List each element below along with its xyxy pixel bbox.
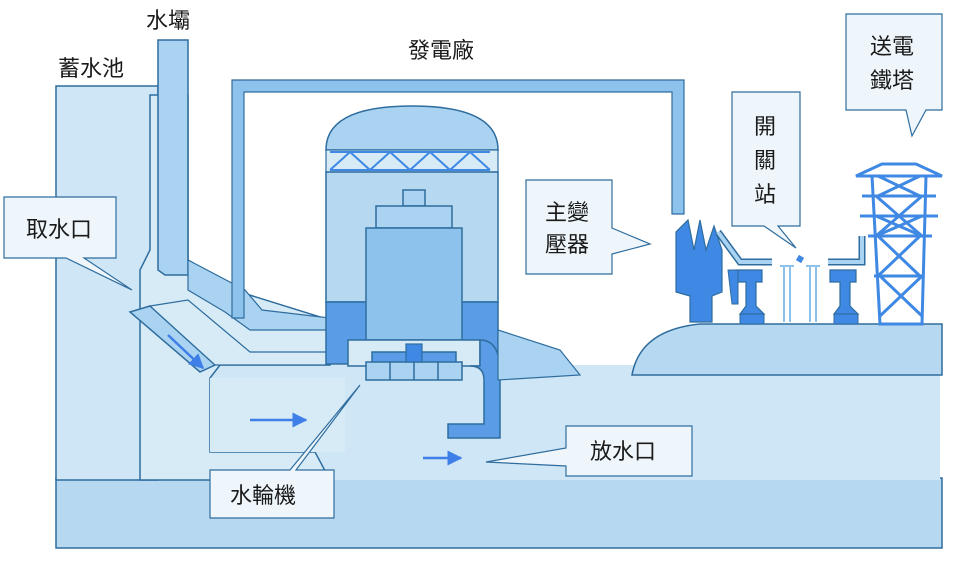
breaker-left [735,269,766,315]
label-switchyard-2: 關 [754,149,776,174]
label-outlet: 放水口 [590,440,656,465]
generator-cap [402,189,426,207]
label-power-house: 發電廠 [408,39,474,64]
label-tower-line2: 鐵塔 [870,69,914,94]
breaker-left-b [727,269,739,305]
draft-tube [447,339,501,439]
label-surge-tank: 水壩 [146,9,190,34]
label-main-transformer-line2: 壓器 [545,233,589,258]
label-switchyard-1: 開 [754,115,776,140]
turbine-dividers [389,362,439,380]
breaker-right [829,269,860,315]
label-turbine: 水輪機 [230,484,296,509]
breaker-left-base [739,313,765,325]
surge-tank-column [157,39,189,276]
callout-transmission-tower [845,13,943,138]
breaker-arm-left-fill [716,230,772,264]
powerhouse-roof [325,105,499,151]
breaker-arm-right [828,236,866,266]
transmission-tower [855,162,943,326]
generator-body [365,227,463,341]
main-transformer-shape [675,218,723,323]
downstream-wedge [497,329,582,381]
callout-switchyard [731,91,801,249]
flow-arrow-penstock [167,334,205,370]
label-tower-line1: 送電 [870,35,914,60]
water-channel [210,378,345,452]
callout-intake [3,196,133,291]
disconnect-switch-2 [806,265,820,322]
switchyard-mound [631,323,943,376]
ground-base [55,477,943,549]
breaker-right-base [833,313,859,325]
turbine-hub [405,343,423,363]
cable-duct [231,79,685,319]
callout-turbine [209,384,361,519]
breaker-arm-left [715,229,772,266]
callout-outlet [485,425,693,477]
truss-lines [329,150,491,172]
disconnect-switch-1 [780,265,794,322]
breaker-arm-right-fill [828,236,864,264]
callout-main-transformer [525,179,652,275]
switch-contact [795,254,805,264]
label-reservoir: 蓄水池 [58,57,124,82]
tailrace-channel [160,365,940,480]
label-switchyard-3: 站 [754,183,776,208]
generator-top [375,205,453,229]
label-intake: 取水口 [26,218,92,243]
label-main-transformer-line1: 主變 [545,201,589,226]
